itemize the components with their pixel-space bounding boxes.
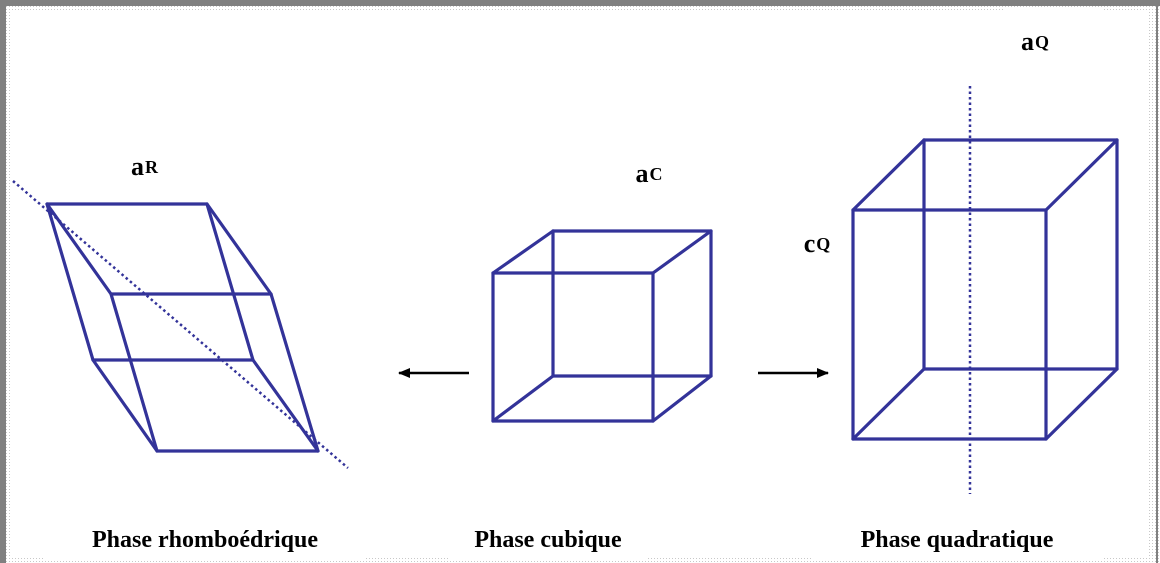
quad-edge [851,367,926,441]
tetragonal-cell [851,138,1119,441]
caption-tetragonal: Phase quadratique [812,520,1102,560]
rhombo-edge [45,202,113,296]
cube-edge [651,229,713,275]
rhombo-edge [205,202,273,296]
cube-back-face [551,229,713,378]
cube-edge [651,374,713,423]
label-a-q-base: a [1020,27,1034,56]
quad-front-face [851,208,1048,441]
quad-edge [1044,138,1119,212]
label-c-q-base: c [803,229,816,258]
quad-back-face [922,138,1119,371]
rhombo-edge [91,358,159,453]
cube-edge [491,374,555,423]
cubic-cell [491,229,713,423]
label-c-q-sub: Q [816,233,831,254]
main-panel [10,12,1148,528]
label-a-c-base: a [635,159,649,188]
label-a-r-base: a [131,152,144,181]
caption-rhombohedral: Phase rhomboédrique [45,520,365,560]
cube-edge [491,229,555,275]
label-a-q-sub: Q [1034,31,1049,52]
label-a-c-sub: C [649,163,663,184]
quad-edge [1044,367,1119,441]
label-a-r-sub: R [145,156,158,177]
rhombo-edge [251,358,320,453]
caption-cubic: Phase cubique [448,520,648,560]
cube-front-face [491,271,655,423]
rhombohedral-cell [45,202,320,453]
quad-edge [851,138,926,212]
rhombo-axis-line [12,180,349,469]
